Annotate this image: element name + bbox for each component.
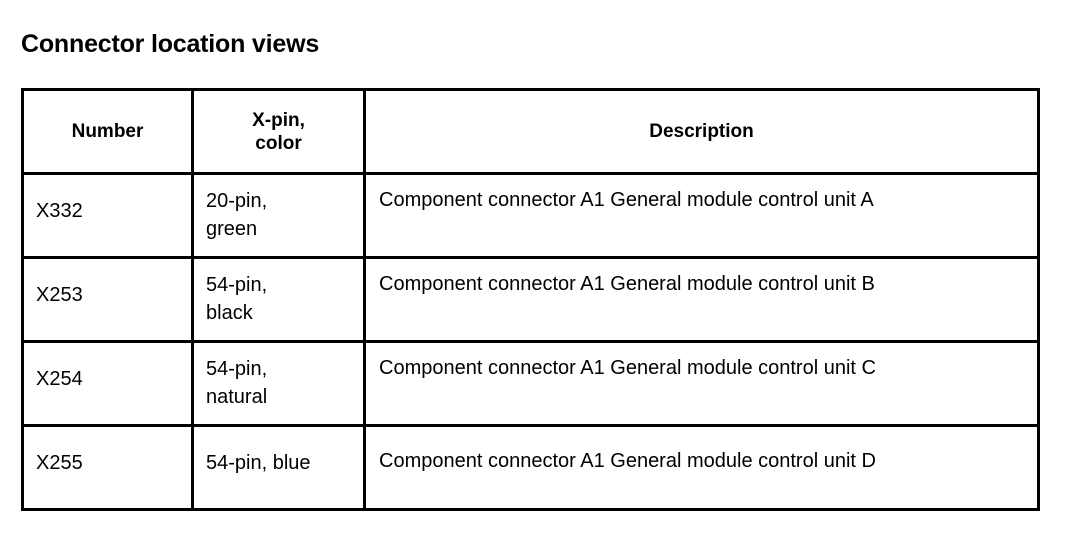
- cell-description: Component connector A1 General module co…: [363, 340, 1040, 427]
- description-value: Component connector A1 General module co…: [379, 273, 875, 295]
- column-header-number: Number: [21, 88, 194, 175]
- cell-xpin-color: 20-pin, green: [191, 172, 366, 259]
- cell-xpin-color: 54-pin, blue: [191, 424, 366, 511]
- cell-number: X332: [21, 172, 194, 259]
- page-title: Connector location views: [21, 29, 320, 58]
- cell-number: X253: [21, 256, 194, 343]
- column-header-description-label: Description: [649, 121, 754, 142]
- cell-number: X255: [21, 424, 194, 511]
- table-header-row: Number X-pin, color Description: [21, 88, 1040, 175]
- connector-number-value: X253: [36, 284, 83, 306]
- description-value: Component connector A1 General module co…: [379, 357, 876, 379]
- column-header-xpin-color: X-pin, color: [191, 88, 366, 175]
- description-value: Component connector A1 General module co…: [379, 189, 874, 211]
- xpin-color-value: 54-pin, natural: [206, 358, 268, 408]
- xpin-color-value: 54-pin, blue: [206, 452, 311, 474]
- cell-description: Component connector A1 General module co…: [363, 256, 1040, 343]
- connector-number-value: X254: [36, 368, 83, 390]
- table-body: X332 20-pin, green Component connector A…: [21, 172, 1040, 511]
- cell-number: X254: [21, 340, 194, 427]
- table-header: Number X-pin, color Description: [21, 88, 1040, 175]
- cell-xpin-color: 54-pin, natural: [191, 340, 366, 427]
- column-header-description: Description: [363, 88, 1040, 175]
- column-header-number-label: Number: [71, 121, 144, 142]
- description-value: Component connector A1 General module co…: [379, 450, 876, 472]
- cell-description: Component connector A1 General module co…: [363, 172, 1040, 259]
- column-header-xpin-color-label: X-pin, color: [252, 109, 305, 154]
- xpin-color-value: 20-pin, green: [206, 190, 268, 240]
- table-row: X255 54-pin, blue Component connector A1…: [21, 424, 1040, 511]
- connector-number-value: X332: [36, 200, 83, 222]
- xpin-color-value: 54-pin, black: [206, 274, 268, 324]
- cell-description: Component connector A1 General module co…: [363, 424, 1040, 511]
- cell-xpin-color: 54-pin, black: [191, 256, 366, 343]
- connector-number-value: X255: [36, 452, 83, 474]
- connector-location-table: Number X-pin, color Description X332 20-…: [21, 88, 1040, 511]
- table-row: X254 54-pin, natural Component connector…: [21, 340, 1040, 427]
- table-row: X332 20-pin, green Component connector A…: [21, 172, 1040, 259]
- table-row: X253 54-pin, black Component connector A…: [21, 256, 1040, 343]
